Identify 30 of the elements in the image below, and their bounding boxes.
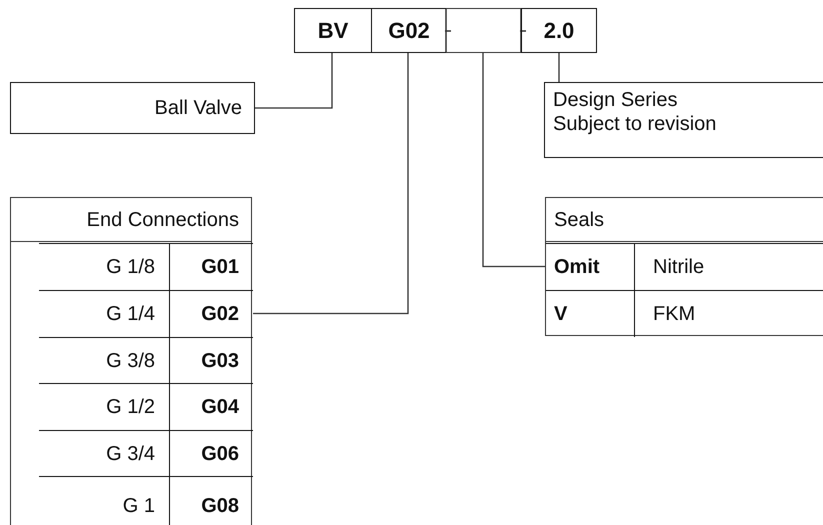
table-header: End Connections bbox=[11, 198, 251, 242]
code-segment: 2.0 bbox=[521, 8, 597, 53]
table-header: Seals bbox=[546, 198, 823, 242]
table-cell: G06 bbox=[169, 430, 253, 477]
table-cell: Omit bbox=[546, 243, 634, 290]
option-table bbox=[10, 197, 252, 525]
table-cell: G 1/2 bbox=[39, 383, 169, 430]
table-cell: G08 bbox=[169, 476, 253, 525]
code-segment bbox=[446, 8, 521, 53]
table-cell: G 1 bbox=[39, 476, 169, 525]
table-cell: Nitrile bbox=[634, 243, 823, 290]
connector-line bbox=[253, 53, 409, 314]
description-box: Ball Valve bbox=[10, 82, 255, 134]
connector-line bbox=[255, 53, 333, 109]
description-box: Design Series Subject to revision bbox=[544, 82, 823, 158]
table-cell: G03 bbox=[169, 337, 253, 384]
table-cell: G 3/4 bbox=[39, 430, 169, 477]
table-cell: G01 bbox=[169, 243, 253, 290]
option-table bbox=[545, 197, 823, 336]
connector-line bbox=[558, 53, 560, 82]
table-cell: G02 bbox=[169, 290, 253, 337]
connector-line bbox=[482, 53, 546, 268]
code-segment: BV bbox=[294, 8, 371, 53]
table-cell: G 1/4 bbox=[39, 290, 169, 337]
table-cell: G04 bbox=[169, 383, 253, 430]
table-cell: G 1/8 bbox=[39, 243, 169, 290]
table-cell: V bbox=[546, 290, 634, 337]
table-cell: G 3/8 bbox=[39, 337, 169, 384]
table-cell: FKM bbox=[634, 290, 823, 337]
code-segment: G02 bbox=[371, 8, 446, 53]
